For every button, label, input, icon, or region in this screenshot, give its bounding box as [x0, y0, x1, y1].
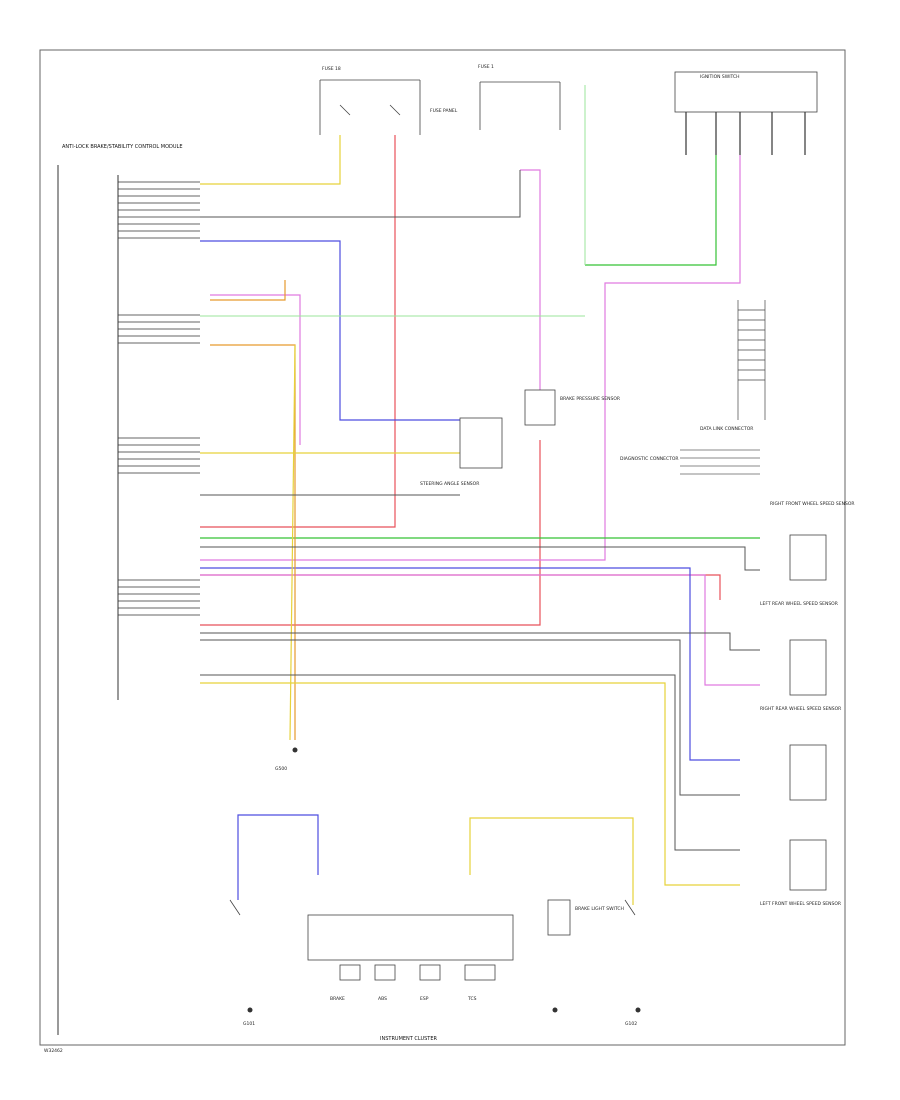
steering-angle-sensor: [459, 417, 503, 469]
steering-sensor-label: STEERING ANGLE SENSOR: [420, 481, 479, 487]
fuse-a-label: FUSE 18: [322, 66, 341, 72]
rr-sensor-box: [789, 744, 827, 801]
lr-sensor-box: [789, 639, 827, 696]
ground-symbols: [247, 747, 641, 1013]
brake-light-switch-label: BRAKE LIGHT SWITCH: [575, 906, 624, 912]
rf-sensor-label: RIGHT FRONT WHEEL SPEED SENSOR: [770, 501, 855, 507]
lf-sensor-label: LEFT FRONT WHEEL SPEED SENSOR: [760, 901, 841, 907]
data-link-label: DATA LINK CONNECTOR: [700, 426, 753, 432]
ignition-switch-box: [674, 71, 818, 113]
switch-symbols: [229, 899, 636, 916]
diagnostic-connector: [680, 449, 760, 475]
wire-green: [200, 155, 760, 539]
diagram-frame: [39, 49, 846, 1046]
ground-b-label: G101: [243, 1021, 255, 1027]
wire-orange: [210, 280, 296, 740]
brake-pressure-sensor: [524, 389, 556, 426]
cluster-lamp-labels: BRAKE ABS ESP TCS: [330, 996, 477, 1002]
lf-sensor-box: [789, 839, 827, 891]
wire-yellow-bottom: [200, 344, 740, 905]
wire-yellow-top: [200, 135, 341, 185]
wheel-speed-sensors: [789, 534, 827, 891]
footer-code: W32462: [44, 1048, 63, 1054]
dlc-label: DIAGNOSTIC CONNECTOR: [620, 456, 679, 462]
cluster-lamp: TCS: [467, 996, 477, 1002]
instrument-cluster-box: [307, 914, 514, 961]
rr-sensor-label: RIGHT REAR WHEEL SPEED SENSOR: [760, 706, 841, 712]
instrument-cluster-label: INSTRUMENT CLUSTER: [380, 1036, 438, 1042]
wire-red-ignition: [200, 135, 721, 626]
fuse-panel: [319, 79, 561, 135]
cluster-lamp: ESP: [420, 996, 429, 1002]
wire-dark: [200, 170, 760, 851]
module-pins: [118, 181, 200, 616]
fuse-panel-label: FUSE PANEL: [430, 108, 458, 114]
fuse-b-label: FUSE 1: [478, 64, 494, 70]
wire-blue: [200, 240, 740, 900]
rf-sensor-box: [789, 534, 827, 581]
abs-module: ANTI-LOCK BRAKE/STABILITY CONTROL MODULE: [57, 144, 200, 1035]
abs-module-label: ANTI-LOCK BRAKE/STABILITY CONTROL MODULE: [62, 144, 182, 150]
cluster-lamp-symbols: [339, 964, 496, 981]
wire-pink: [200, 155, 760, 686]
lr-sensor-label: LEFT REAR WHEEL SPEED SENSOR: [760, 601, 838, 607]
brake-pressure-label: BRAKE PRESSURE SENSOR: [560, 396, 620, 402]
ignition-switch-pins: [685, 112, 806, 155]
ignition-switch-label: IGNITION SWITCH: [700, 74, 740, 80]
wire-light-green: [200, 85, 586, 317]
ground-c-label: G102: [625, 1021, 637, 1027]
brake-light-switch-box: [547, 899, 571, 936]
cluster-lamp: ABS: [378, 996, 387, 1002]
ground-a-label: G500: [275, 766, 287, 772]
data-link-connector: [737, 300, 766, 420]
cluster-lamp: BRAKE: [330, 996, 345, 1002]
